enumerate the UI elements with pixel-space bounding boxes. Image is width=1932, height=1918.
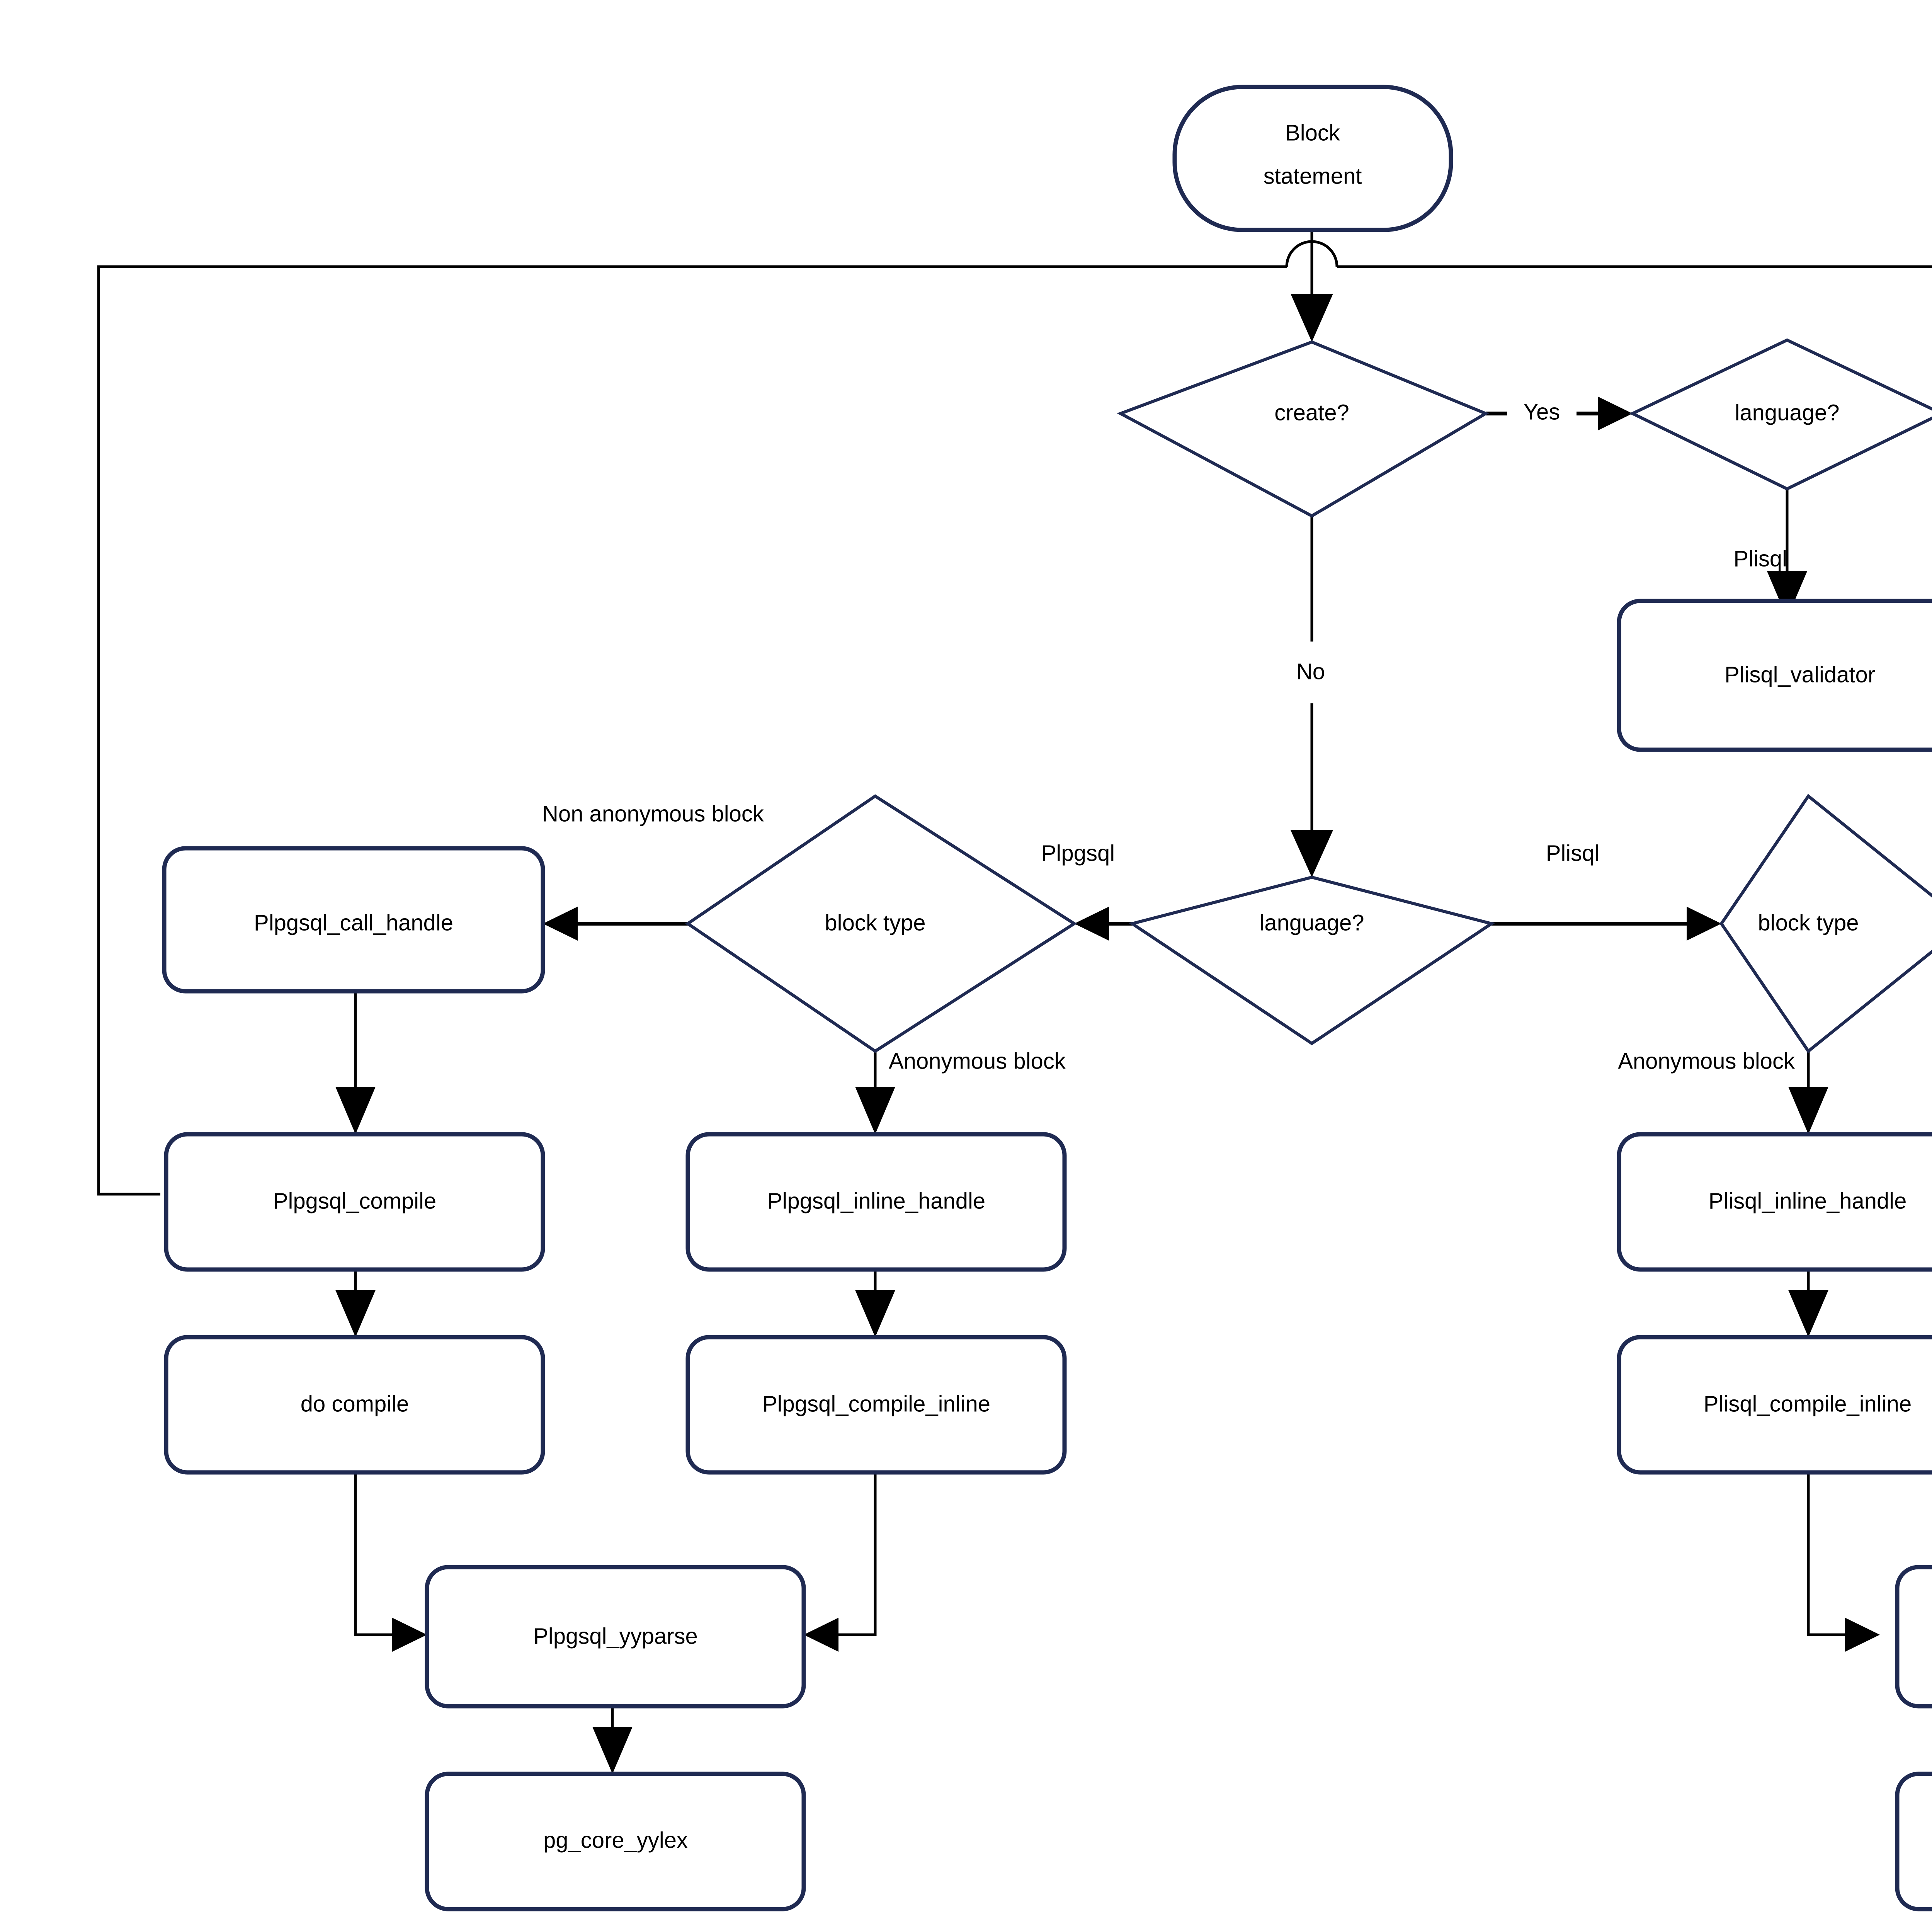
edge-language-top-plisql-to-validator bbox=[1767, 489, 1807, 618]
node-plisql-inline-handle[interactable]: Plisql_inline_handle bbox=[1617, 1132, 1932, 1272]
node-ora-core-yylex[interactable]: ora_core_yylex bbox=[1895, 1772, 1932, 1911]
node-plpgsql-compile-inline[interactable]: Plpgsql_compile_inline bbox=[685, 1335, 1067, 1475]
edge-plpgsql-call-handle-to-plpgsql-compile bbox=[335, 991, 376, 1134]
node-plpgsql-compile-label: Plpgsql_compile bbox=[273, 1188, 436, 1213]
edge-label-plisql-main: Plisql bbox=[1546, 841, 1600, 866]
node-plisql-validator-label: Plisql_validator bbox=[1725, 662, 1875, 687]
node-block-type-left-label: block type bbox=[825, 910, 925, 935]
edge-blocktype-right-to-plisql-inline-handle bbox=[1788, 1051, 1828, 1134]
node-language-decision-top-label: language? bbox=[1735, 400, 1840, 425]
edge-label-non-anonymous-left: Non anonymous block bbox=[542, 801, 764, 826]
node-create-decision[interactable]: create? bbox=[1117, 340, 1489, 518]
node-create-decision-label: create? bbox=[1274, 400, 1349, 425]
node-block-statement-line1: Block bbox=[1285, 120, 1340, 145]
edge-plisql-compile-inline-to-yyparse bbox=[1807, 1472, 1880, 1652]
node-plpgsql-compile[interactable]: Plpgsql_compile bbox=[164, 1132, 545, 1272]
node-plpgsql-call-handle[interactable]: Plpgsql_call_handle bbox=[162, 846, 545, 994]
node-pg-core-yylex-label: pg_core_yylex bbox=[543, 1828, 688, 1853]
node-language-decision-main-label: language? bbox=[1260, 910, 1364, 935]
node-plisql-compile-inline[interactable]: Plisql_compile_inline bbox=[1617, 1335, 1932, 1475]
node-plpgsql-inline-handle-label: Plpgsql_inline_handle bbox=[767, 1188, 985, 1213]
edge-label-yes: Yes bbox=[1524, 399, 1560, 424]
edge-label-no: No bbox=[1296, 659, 1325, 684]
node-plpgsql-yyparse-label: Plpgsql_yyparse bbox=[533, 1624, 698, 1649]
edge-language-main-plpgsql-to-blocktype-left bbox=[1074, 907, 1132, 941]
edge-blocktype-left-to-plpgsql-call-handle bbox=[543, 907, 688, 941]
node-language-decision-main[interactable]: language? bbox=[1128, 875, 1495, 1045]
node-plpgsql-yyparse[interactable]: Plpgsql_yyparse bbox=[425, 1565, 806, 1709]
edge-label-anonymous-right: Anonymous block bbox=[1618, 1048, 1795, 1074]
edge-plisql-inline-handle-to-compile-inline bbox=[1788, 1270, 1828, 1337]
edge-block-statement-to-create bbox=[1291, 230, 1333, 342]
node-plisql-yyparse[interactable]: Plisql_yyparse bbox=[1895, 1565, 1932, 1709]
node-block-type-right[interactable]: block type bbox=[1719, 794, 1932, 1053]
edge-label-plisql-top: Plisql bbox=[1733, 546, 1787, 571]
edge-language-main-plisql-to-blocktype-right bbox=[1492, 907, 1721, 941]
node-block-type-right-label: block type bbox=[1758, 910, 1859, 935]
node-pg-core-yylex[interactable]: pg_core_yylex bbox=[425, 1772, 806, 1911]
node-block-statement[interactable]: Block statement bbox=[1172, 85, 1453, 232]
edge-label-anonymous-left: Anonymous block bbox=[889, 1048, 1066, 1074]
node-plpgsql-compile-inline-label: Plpgsql_compile_inline bbox=[762, 1391, 990, 1416]
edge-plpgsql-compile-to-do-compile bbox=[335, 1270, 376, 1337]
node-plisql-validator[interactable]: Plisql_validator bbox=[1617, 599, 1932, 752]
edge-label-plpgsql-main: Plpgsql bbox=[1041, 841, 1115, 866]
edge-plpgsql-inline-handle-to-compile-inline bbox=[855, 1270, 895, 1337]
node-do-compile-left-label: do compile bbox=[301, 1391, 409, 1416]
node-plpgsql-inline-handle[interactable]: Plpgsql_inline_handle bbox=[685, 1132, 1067, 1272]
edge-blocktype-left-to-plpgsql-inline-handle bbox=[855, 1051, 895, 1134]
node-plisql-compile-inline-label: Plisql_compile_inline bbox=[1704, 1391, 1912, 1416]
edge-plpgsql-yyparse-to-pg-core-yylex bbox=[592, 1706, 633, 1774]
edge-create-no-to-language-main bbox=[1291, 516, 1333, 877]
node-plpgsql-call-handle-label: Plpgsql_call_handle bbox=[254, 910, 453, 935]
edge-do-compile-to-plpgsql-yyparse bbox=[354, 1472, 427, 1652]
node-plisql-inline-handle-label: Plisql_inline_handle bbox=[1709, 1188, 1907, 1213]
node-block-statement-line2: statement bbox=[1264, 163, 1362, 189]
node-block-type-left[interactable]: block type bbox=[685, 794, 1077, 1053]
edge-plpgsql-compile-inline-to-yyparse bbox=[804, 1472, 877, 1652]
node-do-compile-left[interactable]: do compile bbox=[164, 1335, 545, 1475]
edge-create-yes-to-language-top bbox=[1486, 397, 1633, 431]
node-language-decision-top[interactable]: language? bbox=[1629, 338, 1932, 491]
